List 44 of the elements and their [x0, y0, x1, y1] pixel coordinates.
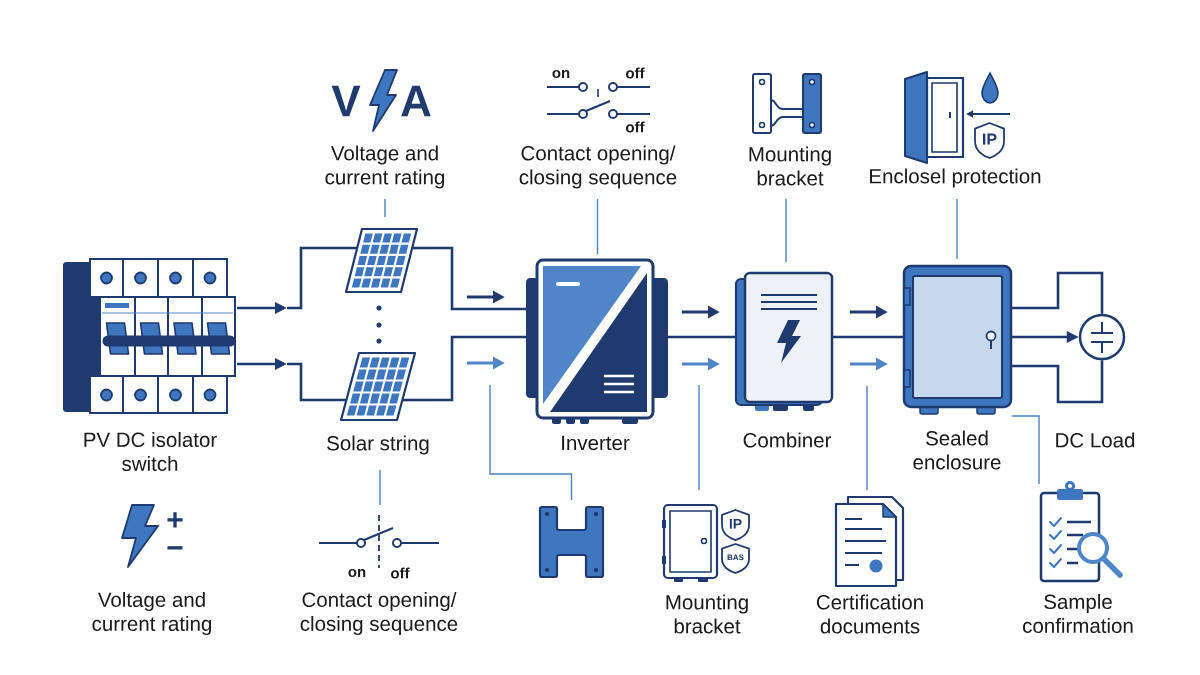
state-label: on	[348, 568, 366, 578]
node-label: Mounting bracket	[666, 594, 748, 634]
leader-line	[384, 198, 386, 218]
leader-line	[698, 384, 700, 491]
leader-line	[379, 469, 381, 506]
wire	[833, 335, 903, 339]
node-label: Contact opening/ closing sequence	[519, 145, 677, 189]
node-label: Sealed enclosure	[913, 430, 1001, 470]
wire	[1012, 360, 1104, 404]
shield-badge: BAS	[721, 543, 750, 574]
leader-line	[489, 384, 573, 501]
leader-line	[1011, 415, 1040, 485]
wire	[432, 246, 526, 311]
state-label: on	[552, 69, 570, 79]
node-label: Voltage and current rating	[325, 145, 445, 189]
wire	[1012, 271, 1104, 314]
node-label: Solar string	[327, 435, 429, 455]
state-label: off	[626, 121, 645, 133]
shield-badge: IP	[974, 122, 1005, 159]
unit-letter: V	[331, 85, 361, 117]
node-label: Inverter	[562, 435, 630, 451]
state-label: off	[391, 567, 410, 579]
node-label: Combiner	[743, 432, 832, 448]
polarity-sign: +	[167, 512, 183, 528]
node-label: PV DC isolator switch	[84, 432, 217, 472]
node-label: Mounting bracket	[749, 146, 831, 186]
node-label: Certification documents	[816, 594, 923, 634]
leader-line	[785, 198, 787, 263]
node-label: Sample confirmation	[1023, 594, 1133, 634]
node-label: Contact opening/ closing sequence	[300, 591, 458, 636]
wire	[668, 335, 735, 339]
leader-line	[956, 198, 958, 260]
part-label: DC Load	[1056, 432, 1135, 448]
node-label: Voltage and current rating	[92, 591, 212, 636]
wire	[432, 335, 526, 402]
node-label: Enclosel protection	[870, 168, 1041, 188]
leader-line	[866, 385, 868, 491]
leader-line	[596, 198, 599, 255]
bracket-icon	[538, 505, 605, 579]
load-symbol	[1078, 313, 1126, 361]
state-label: off	[626, 67, 645, 79]
polarity-sign: −	[167, 546, 183, 550]
shield-badge: IP	[721, 509, 750, 541]
unit-letter: A	[401, 85, 431, 117]
